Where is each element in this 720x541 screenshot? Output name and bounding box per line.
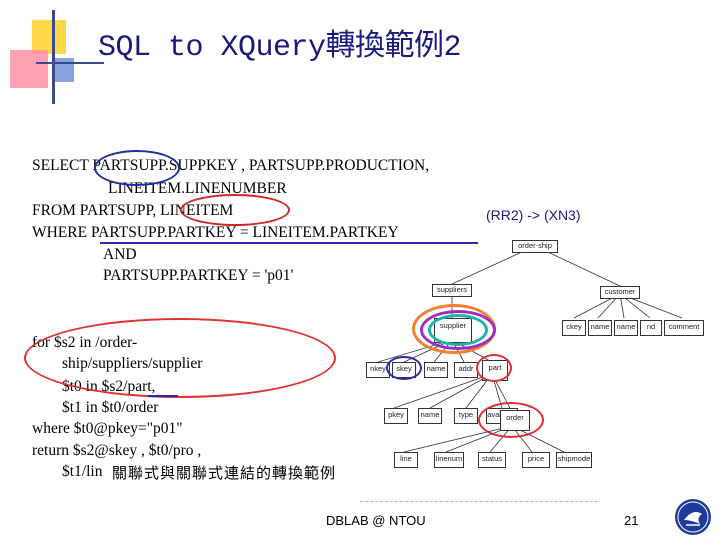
sql-line-1: SELECT PARTSUPP.SUPPKEY , PARTSUPP.PRODU… [32, 157, 430, 174]
tree-node-nd: nd [640, 320, 662, 336]
tree-node-comment: comment [664, 320, 704, 336]
tree-node-name-2: name [614, 320, 638, 336]
rule-note: (RR2) -> (XN3) [486, 207, 581, 223]
figure-caption: 關聯式與關聯式連結的轉換範例 [112, 464, 337, 482]
tree-supplier-oval-purple [420, 310, 496, 350]
decor-square-yellow [32, 20, 66, 54]
tree-skey-oval-blue [386, 356, 422, 380]
tree-node-type: type [454, 408, 478, 424]
tree-node-suppliers: suppliers [432, 284, 472, 297]
tree-supplier-oval-teal [428, 314, 488, 346]
page-title: SQL to XQuery轉換範例2 [98, 31, 462, 65]
page-number: 21 [624, 513, 639, 528]
tree-part-oval-red [476, 354, 512, 382]
xquery-for-oval [24, 318, 336, 398]
tree-node-customer: customer [600, 286, 640, 299]
tree-node-status: status [478, 452, 506, 468]
tree-node-linenum: linenum [434, 452, 464, 468]
tree-node-name-4: name [418, 408, 442, 424]
sql-where-underline [100, 242, 478, 244]
logo-icon [674, 498, 712, 536]
xquery-line-6: return $s2@skey , $t0/pro , [32, 442, 202, 459]
sql-line-4: WHERE PARTSUPP.PARTKEY = LINEITEM.PARTKE… [32, 224, 399, 241]
decor-line-horizontal [36, 62, 104, 64]
xquery-line-5: where $t0@pkey="p01" [32, 420, 183, 437]
tree-node-name-3: name [424, 362, 448, 378]
tree-node-price: price [522, 452, 550, 468]
sql-line-6: PARTSUPP.PARTKEY = 'p01' [103, 267, 294, 284]
tree-node-root: order-ship [512, 240, 558, 253]
decor-square-blue [52, 58, 74, 82]
footer-center: DBLAB @ NTOU [326, 513, 426, 528]
tree-node-ckey: ckey [562, 320, 586, 336]
sql-line-5: AND [103, 246, 137, 263]
tree-node-shipmode: shipmode [556, 452, 592, 468]
tree-node-name-1: name [588, 320, 612, 336]
tree-order-oval-red [478, 402, 544, 438]
xquery-line-7: $t1/lin [62, 463, 103, 480]
decor-line-vertical [52, 10, 55, 104]
sql-select-oval [94, 150, 180, 186]
tree-node-pkey: pkey [384, 408, 408, 424]
tree-node-addr: addr [454, 362, 478, 378]
tree-node-line: line [394, 452, 418, 468]
xquery-line-4: $t1 in $t0/order [62, 399, 159, 416]
sql-from-oval [180, 194, 290, 226]
xquery-part-underline [148, 395, 178, 397]
decor-square-pink [10, 50, 48, 88]
